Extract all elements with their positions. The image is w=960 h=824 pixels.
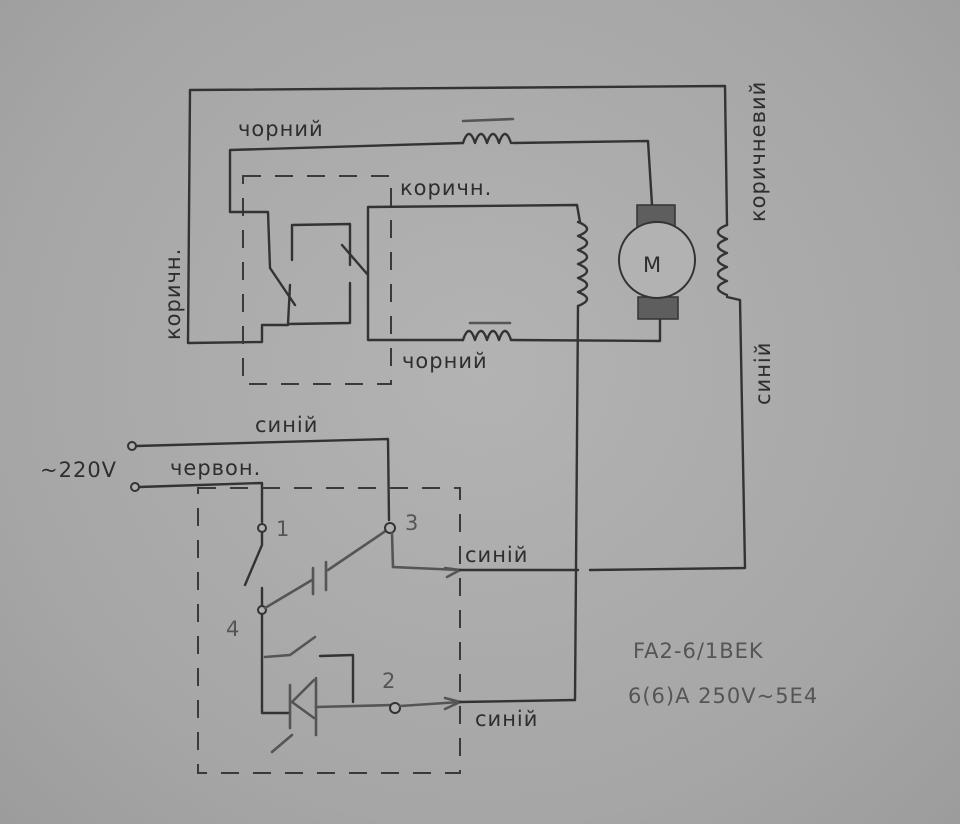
label-right-brown: коричневий bbox=[746, 81, 770, 222]
label-left-brown: коричн. bbox=[161, 248, 185, 340]
label-supply-red: червон. bbox=[170, 456, 261, 480]
coil-right-icon bbox=[588, 223, 747, 572]
label-bottom-black: чорний bbox=[402, 349, 488, 373]
capacitor-icon bbox=[263, 528, 389, 610]
label-supply-blue: синій bbox=[255, 413, 318, 437]
terminal-3 bbox=[384, 522, 396, 534]
terminal-2 bbox=[389, 702, 401, 714]
triac-icon bbox=[270, 676, 318, 754]
label-right-blue: синій bbox=[751, 342, 775, 405]
motor-icon: M bbox=[618, 204, 696, 320]
label-terminal-3: 3 bbox=[405, 511, 419, 535]
wire-switch-right bbox=[340, 203, 582, 342]
wire-supply-blue bbox=[134, 437, 391, 522]
wire-black-top bbox=[228, 139, 654, 214]
switch-box-lower bbox=[197, 487, 461, 774]
label-terminal-2: 2 bbox=[382, 669, 396, 693]
choke-top-icon bbox=[461, 117, 515, 145]
label-supply-voltage: ~220V bbox=[40, 458, 117, 482]
label-terminal-4: 4 bbox=[226, 617, 240, 641]
choke-bottom-icon bbox=[461, 321, 513, 342]
coil-left-icon bbox=[573, 220, 589, 702]
part-model: FA2-6/1BEK bbox=[633, 639, 764, 663]
motor-label: M bbox=[643, 253, 662, 277]
wire-brown-outer bbox=[186, 84, 729, 345]
switch-box-upper bbox=[242, 175, 392, 385]
label-terminal3-blue: синій bbox=[465, 543, 528, 567]
part-rating: 6(6)A 250V~5E4 bbox=[628, 684, 818, 708]
label-terminal-1: 1 bbox=[276, 517, 290, 541]
label-terminal2-blue: синій bbox=[475, 707, 538, 731]
wire-switch-left bbox=[228, 210, 297, 307]
label-inner-brown: коричн. bbox=[400, 176, 492, 200]
label-top-black: чорний bbox=[238, 117, 324, 141]
wire-supply-red bbox=[137, 481, 264, 524]
